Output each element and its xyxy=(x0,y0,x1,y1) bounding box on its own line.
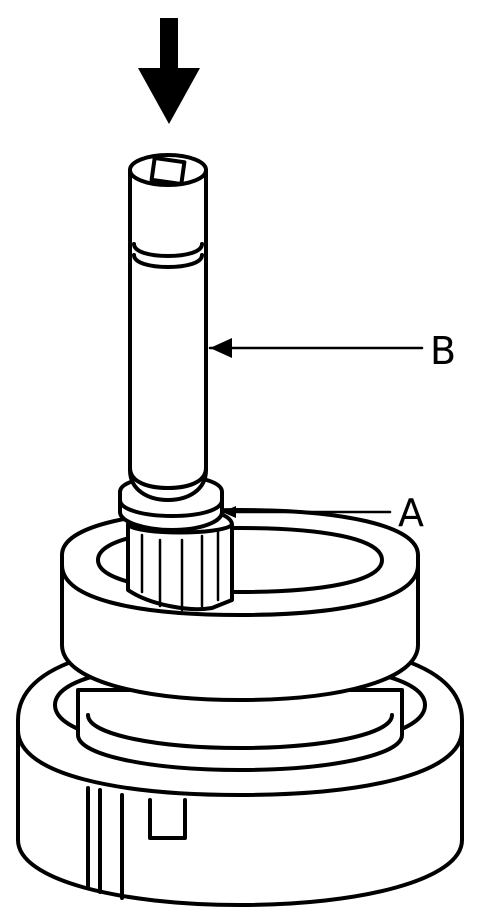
arrow-down-icon xyxy=(138,18,200,124)
neck xyxy=(76,688,404,772)
callout-a: A xyxy=(220,491,424,535)
upper-collar xyxy=(60,508,420,702)
callout-b: B xyxy=(208,329,456,373)
tool-shaft xyxy=(128,153,208,502)
label-b: B xyxy=(430,329,456,373)
label-a: A xyxy=(398,491,424,535)
pinion-gear xyxy=(126,506,234,612)
